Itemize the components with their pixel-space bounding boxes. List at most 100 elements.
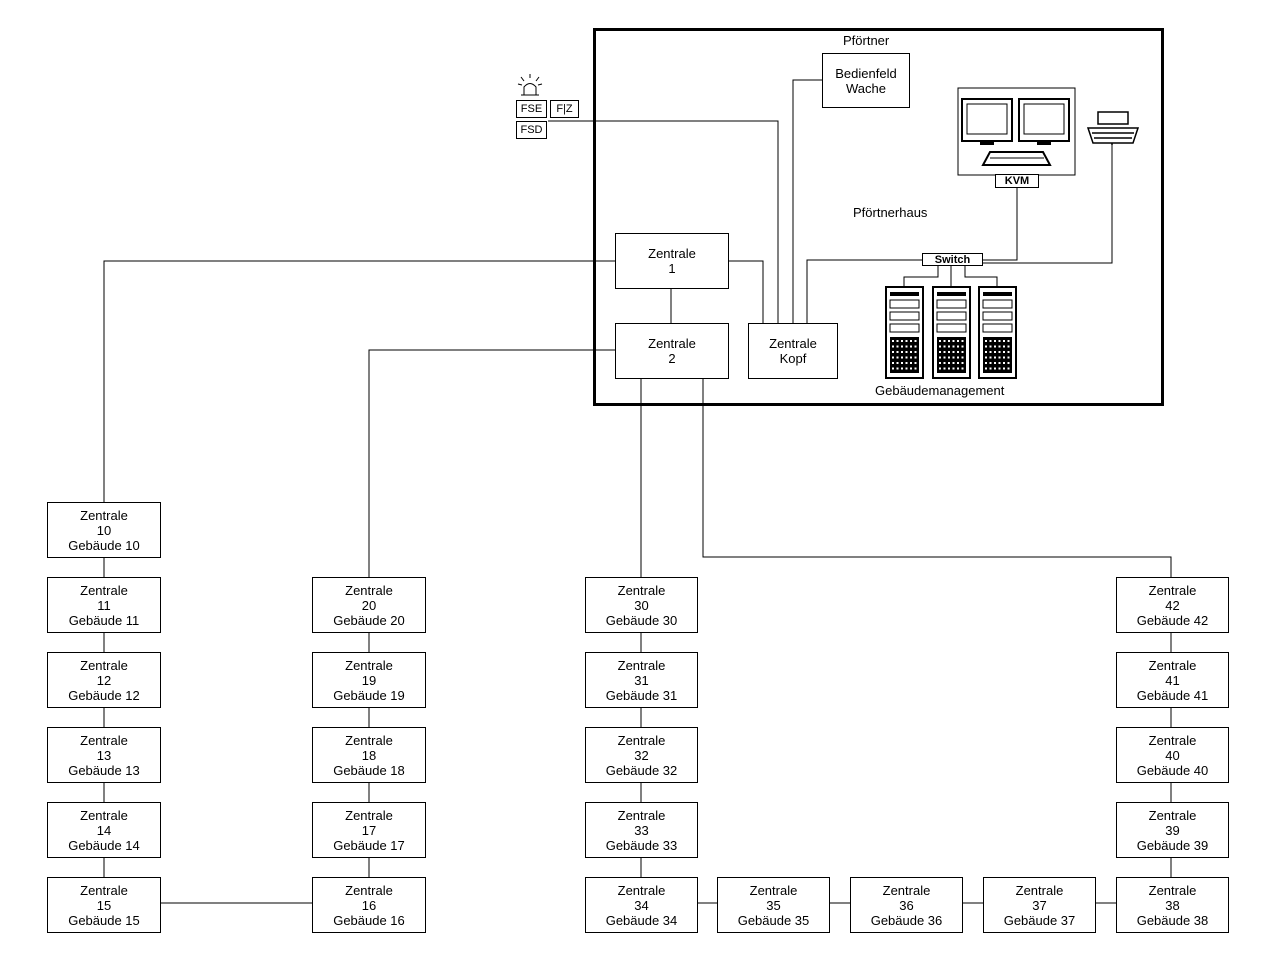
server-vent-dot <box>939 351 941 353</box>
server-vent-dot <box>957 356 959 359</box>
server-vent-dot <box>910 340 912 342</box>
zentrale-number: 41 <box>1165 672 1180 688</box>
zentrale-number: 35 <box>766 897 781 913</box>
zentrale-label: Zentrale <box>617 882 666 898</box>
server-vent-dot <box>943 351 946 353</box>
server-vent-dot <box>939 362 941 364</box>
server-vent-dot <box>914 345 917 348</box>
server-vent-dot <box>892 351 894 353</box>
server-vent-dot <box>994 367 996 370</box>
server-vent-dot <box>1003 356 1005 359</box>
gebaeude-label: Gebäude 17 <box>333 837 405 853</box>
server-vent-dot <box>910 362 912 364</box>
server-vent-dot <box>914 351 917 353</box>
zentrale-number: 38 <box>1165 897 1180 913</box>
server-vent-dot <box>905 345 908 348</box>
gebaeude-label: Gebäude 15 <box>68 912 140 928</box>
server-vent-dot <box>896 367 899 370</box>
server-vent-dot <box>998 340 1001 342</box>
server-vent-dot <box>952 356 955 359</box>
gebaeude-label: Gebäude 31 <box>605 687 678 703</box>
server-vent-dot <box>989 362 992 364</box>
pfoertnerhaus-label: Pförtnerhaus <box>853 205 928 220</box>
zentrale-label: Zentrale <box>80 732 128 748</box>
zentrale-number: 19 <box>361 672 377 688</box>
fse-box: FSE <box>516 100 547 118</box>
gebaeude-label: Gebäude 14 <box>68 837 140 853</box>
server-vent-dot <box>952 362 955 364</box>
server-vent-dot <box>901 345 903 348</box>
server-vent-dot <box>994 345 996 348</box>
server-vent-dot <box>943 345 946 348</box>
server-vent-dot <box>943 356 946 359</box>
monitor-icon <box>1018 98 1070 145</box>
server-vent-dot <box>1007 356 1010 359</box>
server-vent-dot <box>901 367 903 370</box>
zentrale-number: 17 <box>361 822 377 838</box>
gebaeude-label: Gebäude 10 <box>68 537 140 553</box>
server-vent-dot <box>998 345 1001 348</box>
server-vent-dot <box>1003 345 1005 348</box>
zentrale-label: Zentrale <box>80 657 128 673</box>
server-vent-dot <box>943 362 946 364</box>
zentrale-number: 20 <box>361 597 377 613</box>
server-vent-dot <box>957 340 959 342</box>
zentrale-label: Zentrale <box>749 882 798 898</box>
zentrale-label: Zentrale <box>617 657 666 673</box>
server-vent-dot <box>989 340 992 342</box>
bedienfeld-wache-box: Bedienfeld Wache <box>822 53 910 108</box>
gebaeude-label: Gebäude 37 <box>1003 912 1076 928</box>
server-vent-dot <box>985 356 987 359</box>
server-vent-dot <box>985 362 987 364</box>
zentrale-number: 33 <box>634 822 649 838</box>
zentrale-label: Zentrale <box>617 582 666 598</box>
printer-icon <box>1086 111 1140 145</box>
server-vent-dot <box>943 367 946 370</box>
server-vent-dot <box>961 345 964 348</box>
server-vent-dot <box>1003 362 1005 364</box>
zentrale-label: Zentrale <box>617 807 666 823</box>
zentrale-label: Zentrale <box>345 582 393 598</box>
server-vent-dot <box>939 367 941 370</box>
zentrale-label: Zentrale <box>1148 732 1197 748</box>
server-vent-dot <box>905 367 908 370</box>
zentrale-label: Zentrale <box>345 657 393 673</box>
zentrale-label: Zentrale <box>80 882 128 898</box>
server-vent-dot <box>914 367 917 370</box>
gebaeude-label: Gebäude 33 <box>605 837 678 853</box>
server-vent-dot <box>948 340 950 342</box>
server-vent-dot <box>989 345 992 348</box>
server-vent-dot <box>957 345 959 348</box>
server-vent-dot <box>1003 351 1005 353</box>
server-vent-dot <box>896 340 899 342</box>
zentrale-label: Zentrale <box>1015 882 1064 898</box>
server-vent-dot <box>910 345 912 348</box>
server-vent-dot <box>939 345 941 348</box>
zentrale-number: 36 <box>899 897 914 913</box>
server-vent-dot <box>914 356 917 359</box>
server-vent-dot <box>961 367 964 370</box>
zentrale-1-box: Zentrale 1 <box>615 233 729 289</box>
server-vent-dot <box>948 362 950 364</box>
server-vent-dot <box>957 351 959 353</box>
server-vent-dot <box>910 356 912 359</box>
server-vent-dot <box>948 351 950 353</box>
keyboard-icon <box>981 151 1052 166</box>
pfoertner-label: Pförtner <box>843 33 890 48</box>
server-vent-dot <box>985 345 987 348</box>
server-vent-dot <box>905 362 908 364</box>
kvm-workstation <box>957 87 1076 176</box>
server-tower-icon <box>932 286 971 379</box>
gebaeude-label: Gebäude 34 <box>605 912 678 928</box>
zentrale-2-line2: 2 <box>668 351 676 366</box>
server-vent-dot <box>1007 367 1010 370</box>
